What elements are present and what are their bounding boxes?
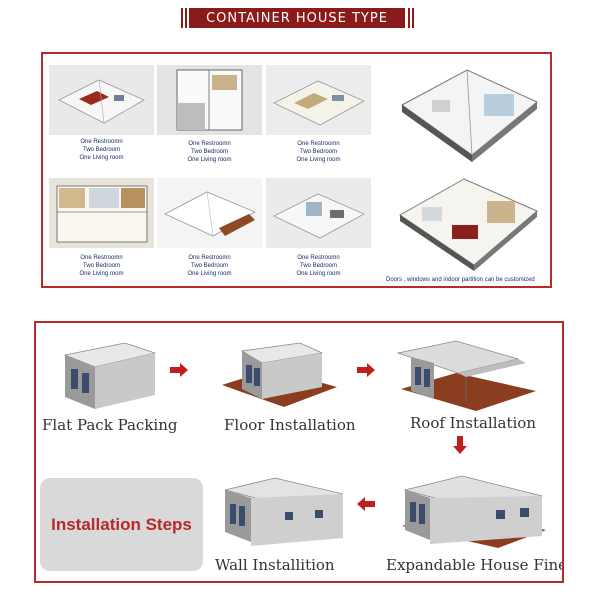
layout-thumb-3	[266, 65, 371, 135]
arrow-right-icon	[357, 363, 375, 377]
installation-steps-title-box: Installation Steps	[40, 478, 203, 571]
step-1-illustration	[55, 335, 165, 415]
layouts-panel	[41, 52, 552, 288]
layout-thumb-1	[49, 65, 154, 135]
step-2-illustration	[212, 335, 342, 415]
title-bar-right-1	[408, 8, 410, 28]
layout-thumb-2	[157, 65, 262, 135]
page-title: CONTAINER HOUSE TYPE	[189, 8, 405, 28]
step-5-label: Expandable House Fineshed	[386, 556, 562, 574]
step-4-illustration	[215, 468, 350, 553]
step-3-label: Roof Installation	[410, 414, 536, 432]
installation-steps-title: Installation Steps	[51, 514, 192, 534]
layout-thumb-6	[266, 178, 371, 248]
title-bar-left-2	[185, 8, 187, 28]
step-2-label: Floor Installation	[224, 416, 356, 434]
arrow-left-icon	[357, 497, 375, 511]
arrow-right-icon	[170, 363, 188, 377]
arrow-down-icon	[453, 436, 467, 454]
step-4-label: Wall Installition	[215, 556, 335, 574]
render-large-top	[392, 60, 542, 165]
step-3-illustration	[396, 333, 546, 415]
title-bar-right-2	[412, 8, 414, 28]
title-bar-left-1	[181, 8, 183, 28]
step-5-illustration	[400, 464, 550, 552]
step-1-label: Flat Pack Packing	[42, 416, 178, 434]
layout-thumb-4	[49, 178, 154, 248]
render-large-bottom	[392, 165, 542, 273]
layout-thumb-5	[157, 178, 262, 248]
installation-steps-panel	[34, 321, 564, 583]
customize-note: Doors , windows and indoor partition can…	[386, 277, 535, 283]
